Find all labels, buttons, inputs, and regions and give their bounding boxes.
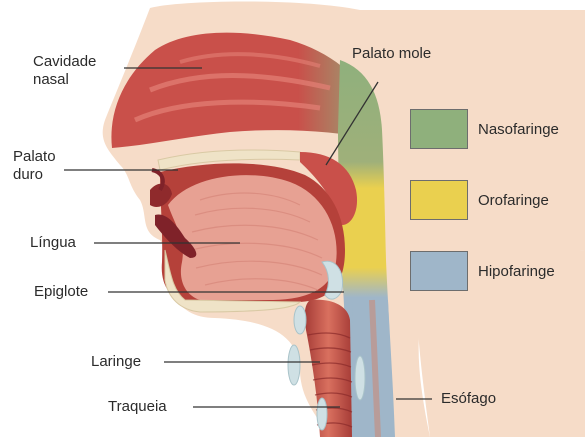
label-hard-palate: Palato duro bbox=[13, 148, 56, 184]
label-larynx: Laringe bbox=[91, 353, 141, 371]
legend-swatch-nasopharynx bbox=[410, 109, 468, 149]
legend-label-hypopharynx: Hipofaringe bbox=[478, 263, 555, 280]
label-epiglottis: Epiglote bbox=[34, 283, 88, 301]
cartilage-2 bbox=[288, 345, 300, 385]
legend-swatch-hypopharynx bbox=[410, 251, 468, 291]
legend-label-oropharynx: Orofaringe bbox=[478, 192, 549, 209]
legend-swatch-oropharynx bbox=[410, 180, 468, 220]
cartilage-1 bbox=[294, 306, 306, 334]
cartilage-4 bbox=[317, 398, 327, 430]
cartilage-3 bbox=[355, 356, 365, 400]
label-soft-palate: Palato mole bbox=[352, 45, 431, 63]
label-tongue: Língua bbox=[30, 234, 76, 252]
label-esophagus: Esófago bbox=[441, 390, 496, 408]
label-nasal-cavity: Cavidade nasal bbox=[33, 53, 96, 89]
label-trachea: Traqueia bbox=[108, 398, 167, 416]
legend-label-nasopharynx: Nasofaringe bbox=[478, 121, 559, 138]
